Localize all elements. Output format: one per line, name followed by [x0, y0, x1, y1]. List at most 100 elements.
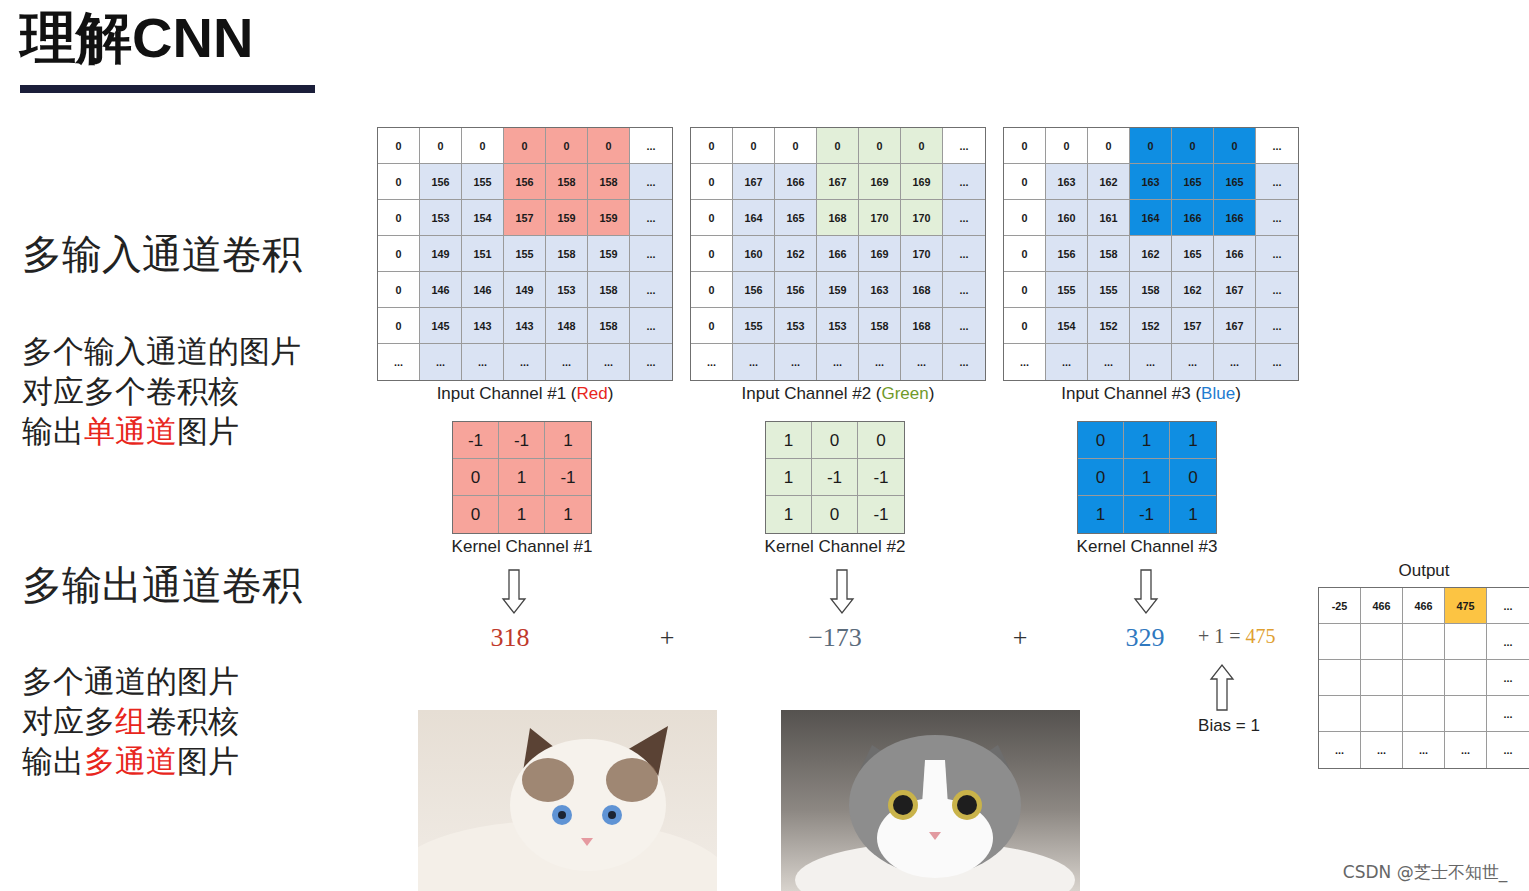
- grid-cell: ...: [1487, 588, 1529, 624]
- bias-label: Bias = 1: [1198, 716, 1260, 736]
- grid-cell: 158: [546, 164, 588, 200]
- grid-cell: 1: [545, 422, 591, 459]
- grid-cell: ...: [630, 200, 672, 236]
- grid-cell: 158: [1088, 236, 1130, 272]
- grid-cell: 0: [453, 459, 499, 496]
- grid-cell: ...: [859, 344, 901, 380]
- grid-cell: ...: [378, 344, 420, 380]
- empty-cell: [1319, 696, 1361, 732]
- grid-cell: 169: [859, 236, 901, 272]
- grid-cell: 166: [1172, 200, 1214, 236]
- caption-text: Kernel Channel #1: [452, 537, 593, 556]
- note-highlight: 单通道: [84, 413, 177, 450]
- grid-cell: 1: [766, 459, 812, 496]
- grid-cell: 148: [546, 308, 588, 344]
- grid-cell: 155: [1046, 272, 1088, 308]
- grid-cell: ...: [1319, 732, 1361, 768]
- grid-cell: 0: [858, 422, 904, 459]
- grid-cell: 168: [901, 272, 943, 308]
- grid-cell: ...: [1403, 732, 1445, 768]
- grid-cell: ...: [1256, 308, 1298, 344]
- grid-cell: ...: [1172, 344, 1214, 380]
- grid-cell: 156: [420, 164, 462, 200]
- grid-caption: Input Channel #3 (Blue): [1061, 384, 1241, 404]
- grid-cell: 1: [1078, 496, 1124, 533]
- grid-cell: 168: [817, 200, 859, 236]
- grid-cell: -1: [545, 459, 591, 496]
- grid-cell: 167: [817, 164, 859, 200]
- grid-cell: 162: [775, 236, 817, 272]
- grid-cell: 0: [420, 128, 462, 164]
- grid-cell: 169: [901, 164, 943, 200]
- grid-cell: ...: [733, 344, 775, 380]
- grid-cell: ...: [943, 272, 985, 308]
- input-grid: 000000...0163162163165165...016016116416…: [1003, 127, 1299, 381]
- grid-cell: 0: [691, 236, 733, 272]
- grid-cell: ...: [630, 128, 672, 164]
- grid-cell: 167: [1214, 272, 1256, 308]
- plus-sign: +: [1013, 622, 1028, 653]
- bias-sum: + 1 =: [1198, 624, 1241, 648]
- grid-cell: 168: [901, 308, 943, 344]
- grid-cell: 0: [378, 128, 420, 164]
- grid-cell: ...: [420, 344, 462, 380]
- grid-cell: 0: [691, 200, 733, 236]
- grid-cell: ...: [1445, 732, 1487, 768]
- grid-cell: ...: [1256, 236, 1298, 272]
- grid-cell: 1: [1124, 459, 1170, 496]
- grid-cell: 0: [1046, 128, 1088, 164]
- grid-cell: 166: [1214, 236, 1256, 272]
- empty-cell: [1403, 696, 1445, 732]
- result-value: 329: [1126, 622, 1165, 653]
- sum-result: 475: [1246, 624, 1276, 648]
- caption-text: Blue: [1201, 384, 1235, 403]
- grid-cell: 159: [817, 272, 859, 308]
- note-text: 卷积核: [146, 703, 239, 740]
- grid-cell: 156: [775, 272, 817, 308]
- empty-cell: [1319, 660, 1361, 696]
- grid-cell: 1: [499, 496, 545, 533]
- cat-photo: [781, 710, 1080, 891]
- grid-cell: 0: [504, 128, 546, 164]
- grid-cell: 0: [812, 422, 858, 459]
- empty-cell: [1445, 660, 1487, 696]
- input-grid: 000000...0156155156158158...015315415715…: [377, 127, 673, 381]
- grid-cell: ...: [901, 344, 943, 380]
- grid-cell: ...: [1487, 624, 1529, 660]
- grid-cell: 0: [817, 128, 859, 164]
- note-highlight: 组: [115, 703, 146, 740]
- grid-cell: 163: [1046, 164, 1088, 200]
- grid-cell: 160: [1046, 200, 1088, 236]
- note-text: 输出: [22, 413, 84, 450]
- grid-cell: 158: [588, 164, 630, 200]
- cat-photo: [418, 710, 717, 891]
- grid-cell: 0: [378, 200, 420, 236]
- plus-sign: +: [660, 622, 675, 653]
- grid-cell: 0: [691, 164, 733, 200]
- grid-cell: 0: [1004, 164, 1046, 200]
- empty-cell: [1361, 624, 1403, 660]
- kernel-grid: 1001-1-110-1Kernel Channel #2: [765, 421, 905, 534]
- grid-cell: 0: [462, 128, 504, 164]
- grid-cell: ...: [630, 236, 672, 272]
- grid-cell: 156: [1046, 236, 1088, 272]
- grid-cell: 0: [1004, 200, 1046, 236]
- grid-cell: 0: [901, 128, 943, 164]
- grid-cell: 0: [378, 236, 420, 272]
- caption-text: Red: [577, 384, 608, 403]
- grid-cell: 149: [504, 272, 546, 308]
- grid-cell: -1: [858, 459, 904, 496]
- grid-cell: ...: [1256, 164, 1298, 200]
- grid-cell: ...: [630, 164, 672, 200]
- grid-cell: 1: [1170, 496, 1216, 533]
- grid-cell: ...: [817, 344, 859, 380]
- grid-cell: 154: [462, 200, 504, 236]
- grid-cell: 1: [766, 496, 812, 533]
- empty-cell: [1319, 624, 1361, 660]
- grid-cell: 0: [1078, 459, 1124, 496]
- grid-cell: ...: [1361, 732, 1403, 768]
- grid-cell: ...: [943, 308, 985, 344]
- grid-cell: ...: [1256, 128, 1298, 164]
- grid-cell: 159: [588, 200, 630, 236]
- grid-heading: Output: [1398, 561, 1449, 581]
